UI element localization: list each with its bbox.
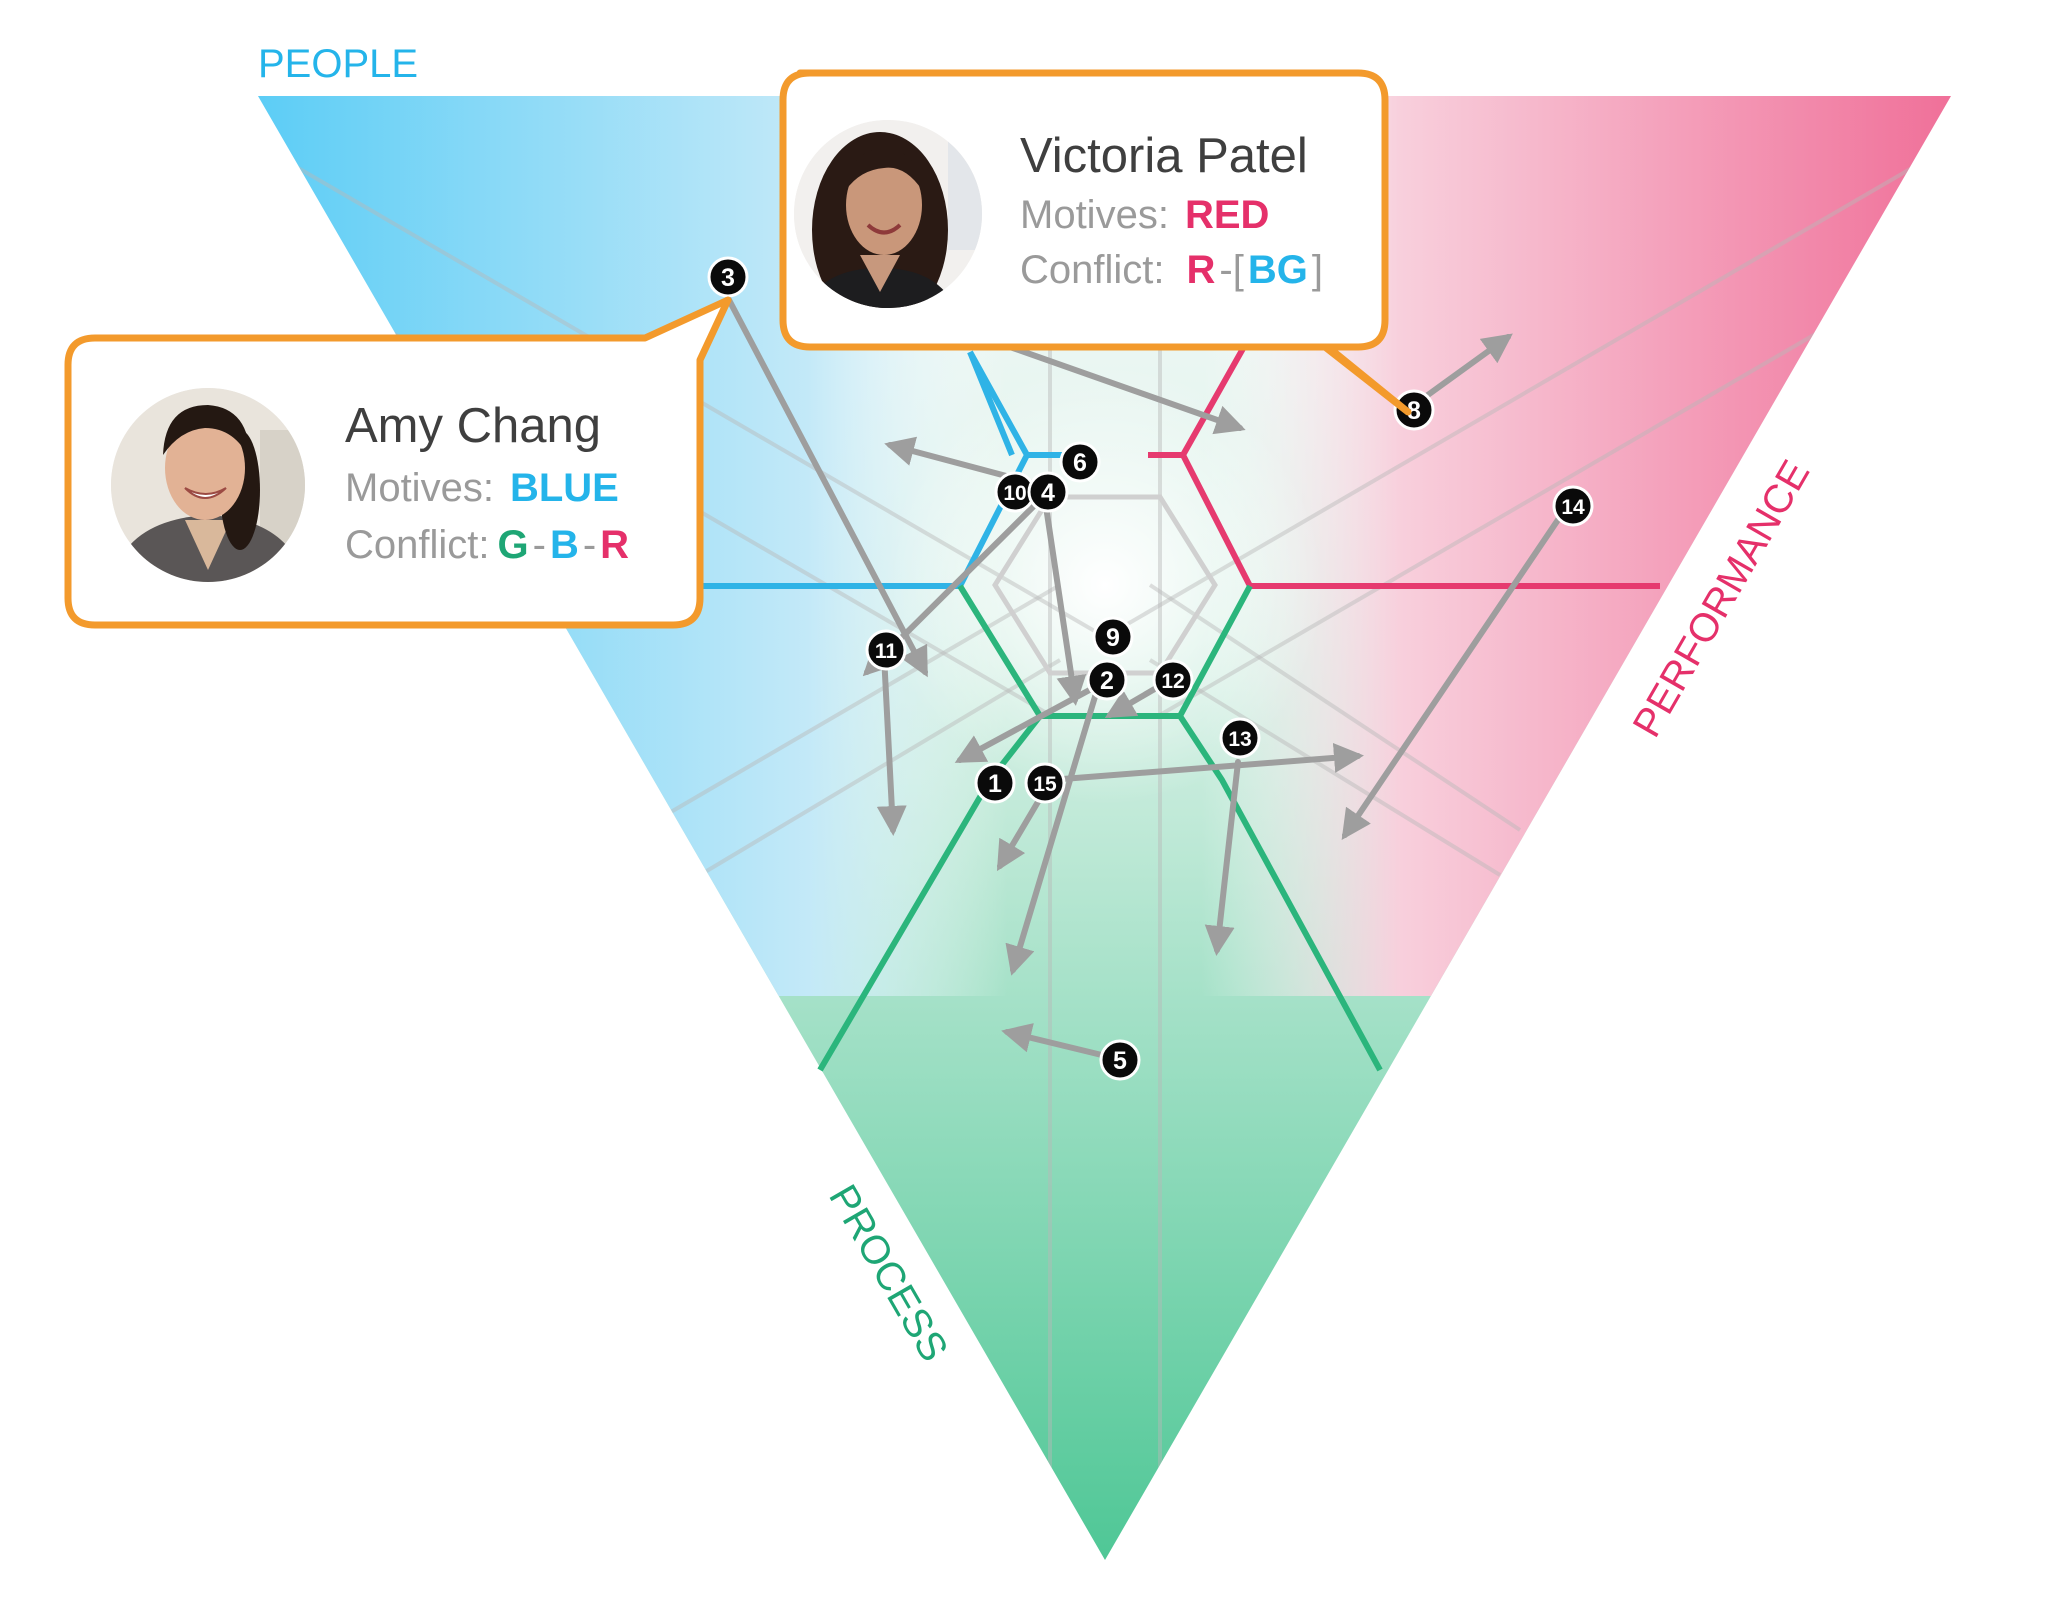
amy-conflict-sep-1: - [533, 523, 546, 567]
victoria-avatar [794, 120, 982, 308]
victoria-conflict-r: R [1187, 248, 1216, 292]
svg-text:3: 3 [721, 264, 735, 292]
amy-conflict-sep-2: - [583, 523, 596, 567]
svg-text:15: 15 [1033, 773, 1057, 796]
victoria-conflict-line: Conflict: R -[ BG ] [1020, 248, 1323, 292]
arrow-9 [954, 677, 1111, 763]
marker-10[interactable]: 10 [994, 471, 1036, 513]
svg-text:1: 1 [988, 770, 1002, 798]
amy-motives-label: Motives: [345, 466, 494, 510]
amy-conflict-b: B [550, 523, 579, 567]
arrow-15 [1047, 742, 1364, 783]
amy-name: Amy Chang [345, 399, 601, 453]
svg-text:6: 6 [1073, 449, 1087, 477]
arrow-3 [725, 295, 928, 678]
markers: 3 8 6 10 4 14 9 11 2 12 13 1 15 5 [707, 256, 1594, 1081]
people-axis-label: PEOPLE [258, 42, 418, 86]
victoria-name: Victoria Patel [1020, 129, 1308, 183]
amy-motives-value: BLUE [510, 466, 619, 510]
svg-text:4: 4 [1041, 479, 1055, 507]
svg-text:10: 10 [1003, 482, 1026, 505]
arrow-victoria [1007, 344, 1246, 435]
arrow-11 [876, 652, 907, 836]
arrow-5 [1001, 1023, 1113, 1060]
marker-1[interactable]: 1 [974, 762, 1016, 804]
amy-chang-card[interactable]: Amy Chang Motives: BLUE Conflict: G - B … [64, 296, 732, 629]
marker-3[interactable]: 3 [707, 256, 749, 298]
svg-text:14: 14 [1561, 496, 1585, 519]
svg-text:11: 11 [875, 640, 898, 663]
performance-boundary [1148, 343, 1660, 589]
marker-12[interactable]: 12 [1152, 659, 1194, 701]
victoria-conflict-close: ] [1312, 248, 1323, 292]
arrow-2 [1005, 677, 1103, 976]
svg-text:8: 8 [1407, 397, 1421, 425]
marker-8[interactable]: 8 [1393, 389, 1435, 431]
svg-text:2: 2 [1100, 667, 1114, 695]
marker-6[interactable]: 6 [1059, 441, 1101, 483]
victoria-motives-label: Motives: [1020, 193, 1169, 237]
svg-text:5: 5 [1113, 1047, 1127, 1075]
victoria-patel-card[interactable]: Victoria Patel Motives: RED Conflict: R … [779, 69, 1412, 416]
people-boundary [553, 350, 1062, 589]
amy-motives-line: Motives: BLUE [345, 466, 619, 510]
victoria-conflict-label: Conflict: [1020, 248, 1165, 292]
arrow-14 [1341, 502, 1571, 840]
victoria-motives-value: RED [1185, 193, 1269, 237]
marker-15[interactable]: 15 [1024, 762, 1066, 804]
marker-11[interactable]: 11 [865, 629, 907, 671]
victoria-conflict-sep: -[ [1219, 248, 1243, 292]
victoria-motives-line: Motives: RED [1020, 193, 1269, 237]
marker-13[interactable]: 13 [1219, 717, 1261, 759]
victoria-conflict-bg: BG [1248, 248, 1308, 292]
amy-conflict-line: Conflict: G - B - R [345, 523, 629, 567]
marker-2[interactable]: 2 [1086, 659, 1128, 701]
arrow-1 [996, 787, 1048, 872]
arrow-13 [1204, 759, 1241, 956]
people-boundary-top [967, 350, 1015, 457]
amy-conflict-label: Conflict: [345, 523, 490, 567]
marker-14[interactable]: 14 [1552, 485, 1594, 527]
svg-text:13: 13 [1228, 728, 1251, 751]
svg-text:12: 12 [1161, 670, 1184, 693]
arrow-8 [1411, 333, 1513, 408]
svg-text:9: 9 [1106, 624, 1120, 652]
marker-5[interactable]: 5 [1099, 1039, 1141, 1081]
region-boundaries [553, 343, 1660, 1072]
arrow-4 [1042, 497, 1087, 706]
amy-conflict-r: R [600, 523, 629, 567]
marker-4[interactable]: 4 [1027, 471, 1069, 513]
amy-conflict-g: G [498, 523, 529, 567]
marker-9[interactable]: 9 [1092, 616, 1134, 658]
